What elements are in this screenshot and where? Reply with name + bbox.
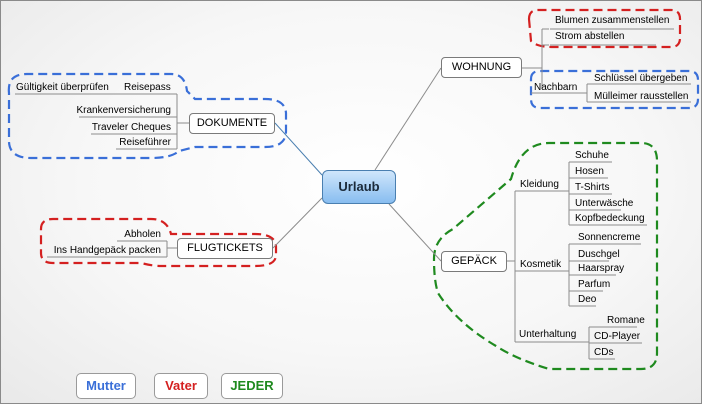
item-unterwaesche: Unterwäsche xyxy=(575,198,634,209)
item-tshirts: T-Shirts xyxy=(575,182,610,193)
connector-flugtickets xyxy=(47,240,177,258)
item-cd-player: CD-Player xyxy=(594,331,641,342)
item-hosen: Hosen xyxy=(575,166,604,177)
group-outline-gepaeck xyxy=(432,141,659,371)
item-muelleimer: Mülleimer rausstellen xyxy=(594,91,689,102)
connector-root-dokumente xyxy=(274,122,323,176)
group-outline-dokumente xyxy=(7,72,288,160)
item-gueltigkeit: Gültigkeit überprüfen xyxy=(16,82,109,93)
item-krankenversicherung: Krankenversicherung xyxy=(76,105,172,116)
connector-root-wohnung xyxy=(374,67,442,171)
connector-kosmetik xyxy=(515,243,641,307)
legend-jeder: JEDER xyxy=(221,373,283,399)
branch-node-wohnung[interactable]: WOHNUNG xyxy=(441,57,522,78)
root-node[interactable]: Urlaub xyxy=(322,170,396,204)
connector-unterhaltung xyxy=(515,326,642,360)
connector-dokumente xyxy=(176,94,189,149)
item-kopfbedeckung: Kopfbedeckung xyxy=(575,213,645,224)
item-strom: Strom abstellen xyxy=(555,31,625,42)
item-duschgel: Duschgel xyxy=(578,249,620,260)
item-abholen: Abholen xyxy=(124,229,161,240)
item-cds: CDs xyxy=(594,347,614,358)
item-parfum: Parfum xyxy=(578,279,611,290)
subbranch-reisepass: Reisepass xyxy=(124,82,171,93)
subbranch-nachbarn: Nachbarn xyxy=(534,82,578,93)
group-outline-mutter-nachbarn xyxy=(529,69,700,110)
subbranch-kleidung: Kleidung xyxy=(520,179,559,190)
connector-root-flugtickets xyxy=(272,197,323,249)
connector-gepaeck xyxy=(507,191,516,342)
item-romane: Romane xyxy=(607,315,645,326)
item-blumen: Blumen zusammenstellen xyxy=(555,15,670,26)
connector-kleidung xyxy=(515,161,647,226)
item-sonnencreme: Sonnencreme xyxy=(578,232,641,243)
item-handgepaeck: Ins Handgepäck packen xyxy=(53,245,161,256)
branch-node-gepaeck[interactable]: GEPÄCK xyxy=(441,251,507,272)
underline-dokumente-items xyxy=(79,93,177,150)
connector-wohnung xyxy=(522,28,549,89)
item-haarspray: Haarspray xyxy=(578,263,625,274)
item-reisefuehrer: Reiseführer xyxy=(119,137,171,148)
item-deo: Deo xyxy=(578,294,597,305)
connector-root-gepaeck xyxy=(388,203,442,262)
item-schluessel: Schlüssel übergeben xyxy=(594,73,688,84)
subbranch-kosmetik: Kosmetik xyxy=(520,259,562,270)
group-outline-mutter-wohnung xyxy=(527,8,682,49)
connector-nachbarn xyxy=(531,83,691,103)
item-schuhe: Schuhe xyxy=(575,150,609,161)
legend-mutter: Mutter xyxy=(76,373,136,399)
item-traveler-cheques: Traveler Cheques xyxy=(91,122,171,133)
branch-node-flugtickets[interactable]: FLUGTICKETS xyxy=(177,238,273,259)
underline-wohnung-items xyxy=(550,28,674,46)
legend-vater: Vater xyxy=(154,373,208,399)
group-outline-flugtickets xyxy=(39,217,278,268)
subbranch-unterhaltung: Unterhaltung xyxy=(519,329,577,340)
branch-node-dokumente[interactable]: DOKUMENTE xyxy=(189,113,275,134)
